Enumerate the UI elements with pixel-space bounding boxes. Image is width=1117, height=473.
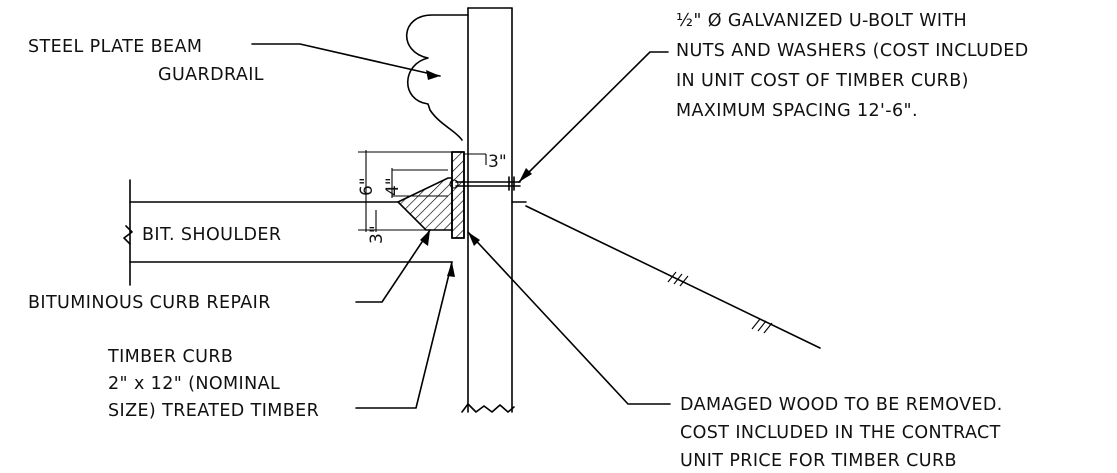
label-ubolt-line2: NUTS AND WASHERS (COST INCLUDED — [676, 41, 1029, 61]
label-bituminous-repair: BITUMINOUS CURB REPAIR — [28, 293, 271, 313]
label-ubolt-line1: ½" Ø GALVANIZED U-BOLT WITH — [676, 11, 967, 31]
label-damaged-line1: DAMAGED WOOD TO BE REMOVED. — [680, 395, 1003, 415]
label-timber-curb-line2: 2" x 12" (NOMINAL — [108, 374, 280, 394]
label-damaged-line3: UNIT PRICE FOR TIMBER CURB — [680, 451, 957, 471]
dim-3in-top: 3" — [488, 152, 507, 172]
label-damaged-line2: COST INCLUDED IN THE CONTRACT — [680, 423, 1001, 443]
dim-4in: 4" — [383, 177, 403, 196]
leader-lines — [251, 43, 671, 409]
dim-6in: 6" — [357, 177, 377, 196]
timber-curb-damage — [451, 151, 465, 239]
label-timber-curb-line3: SIZE) TREATED TIMBER — [108, 401, 319, 421]
label-guardrail-line2: GUARDRAIL — [158, 65, 264, 85]
u-bolt — [449, 176, 521, 191]
label-ubolt-line3: IN UNIT COST OF TIMBER CURB) — [676, 71, 969, 91]
label-ubolt-line4: MAXIMUM SPACING 12'-6". — [676, 101, 918, 121]
label-timber-curb-line1: TIMBER CURB — [107, 347, 233, 367]
dimension-lines — [358, 150, 487, 232]
dim-3in-left: 3" — [367, 225, 387, 244]
label-guardrail-line1: STEEL PLATE BEAM — [28, 37, 202, 57]
guardrail-beam-profile — [405, 14, 469, 141]
shoulder-section — [123, 179, 453, 286]
label-shoulder: BIT. SHOULDER — [142, 225, 281, 245]
wood-post — [461, 7, 515, 413]
bituminous-repair-area — [396, 177, 453, 231]
embankment-slope — [511, 201, 821, 349]
